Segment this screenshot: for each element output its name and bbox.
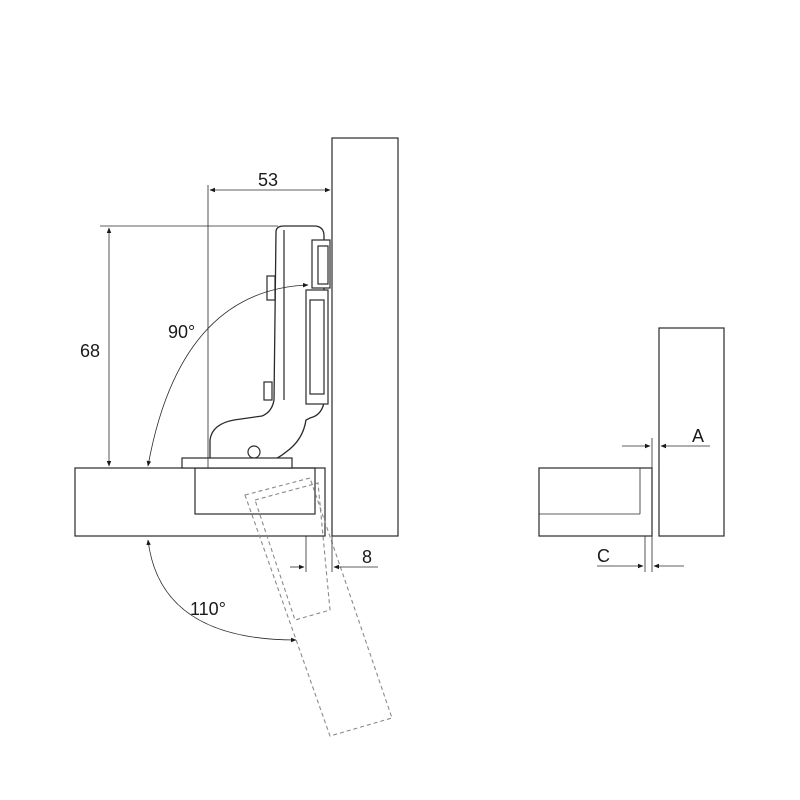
dimension-53-label: 53	[258, 170, 278, 190]
hinge-arm	[181, 225, 331, 469]
dimension-a: A	[622, 426, 710, 468]
detail-view: A C	[538, 327, 725, 572]
dimension-8: 8	[290, 536, 378, 572]
detail-side-panel	[658, 327, 725, 537]
angle-110-label: 110°	[190, 599, 226, 619]
angle-90-arc: 90°	[146, 282, 309, 467]
dimension-68: 68	[80, 225, 278, 467]
dimension-c-label: C	[597, 546, 610, 566]
detail-door-panel	[538, 467, 653, 537]
dimension-68-label: 68	[80, 341, 100, 361]
hinge-cup	[194, 467, 316, 515]
dimension-a-label: A	[692, 426, 704, 446]
angle-110-arc: 110°	[146, 539, 297, 643]
main-view: 53 68 90° 110° 8	[74, 137, 399, 737]
angle-90-label: 90°	[168, 322, 195, 342]
door-panel	[74, 467, 326, 537]
dimension-8-label: 8	[362, 547, 372, 567]
dimension-c: C	[597, 536, 684, 572]
cabinet-side-panel	[331, 137, 399, 537]
door-open-outline	[244, 477, 393, 737]
